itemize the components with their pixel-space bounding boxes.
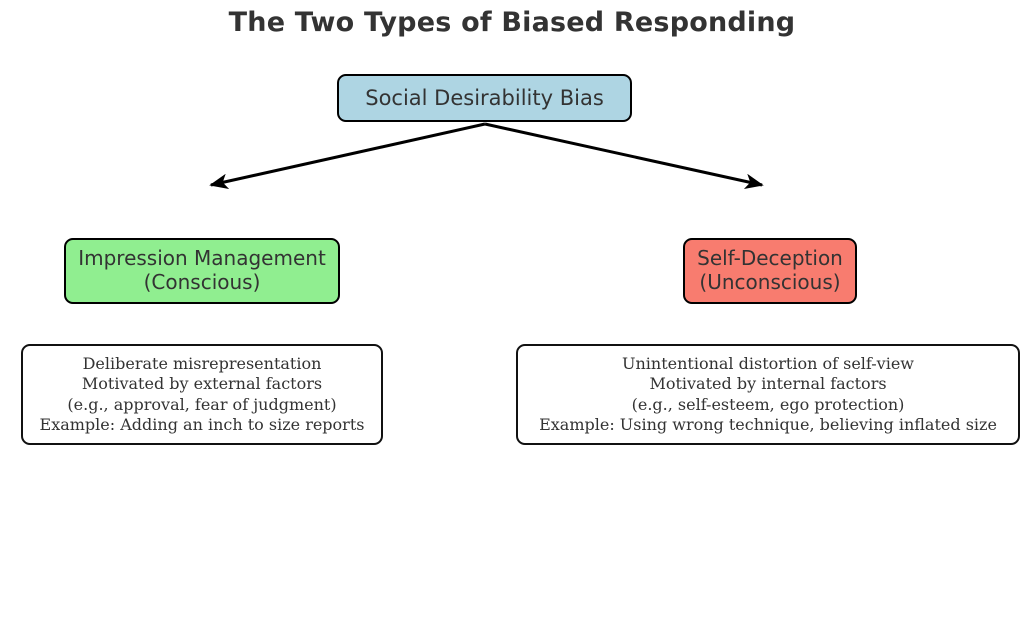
page-title: The Two Types of Biased Responding xyxy=(228,7,796,38)
detail-box-impression-management: Deliberate misrepresentation Motivated b… xyxy=(21,344,383,445)
node-self-deception[interactable]: Self-Deception (Unconscious) xyxy=(683,238,857,304)
connector-root-to-impression xyxy=(209,122,486,189)
detail-box-self-deception: Unintentional distortion of self-view Mo… xyxy=(516,344,1020,445)
node-social-desirability-bias[interactable]: Social Desirability Bias xyxy=(337,74,632,122)
connector-root-to-selfdeception xyxy=(484,122,764,190)
node-impression-management[interactable]: Impression Management (Conscious) xyxy=(64,238,340,304)
